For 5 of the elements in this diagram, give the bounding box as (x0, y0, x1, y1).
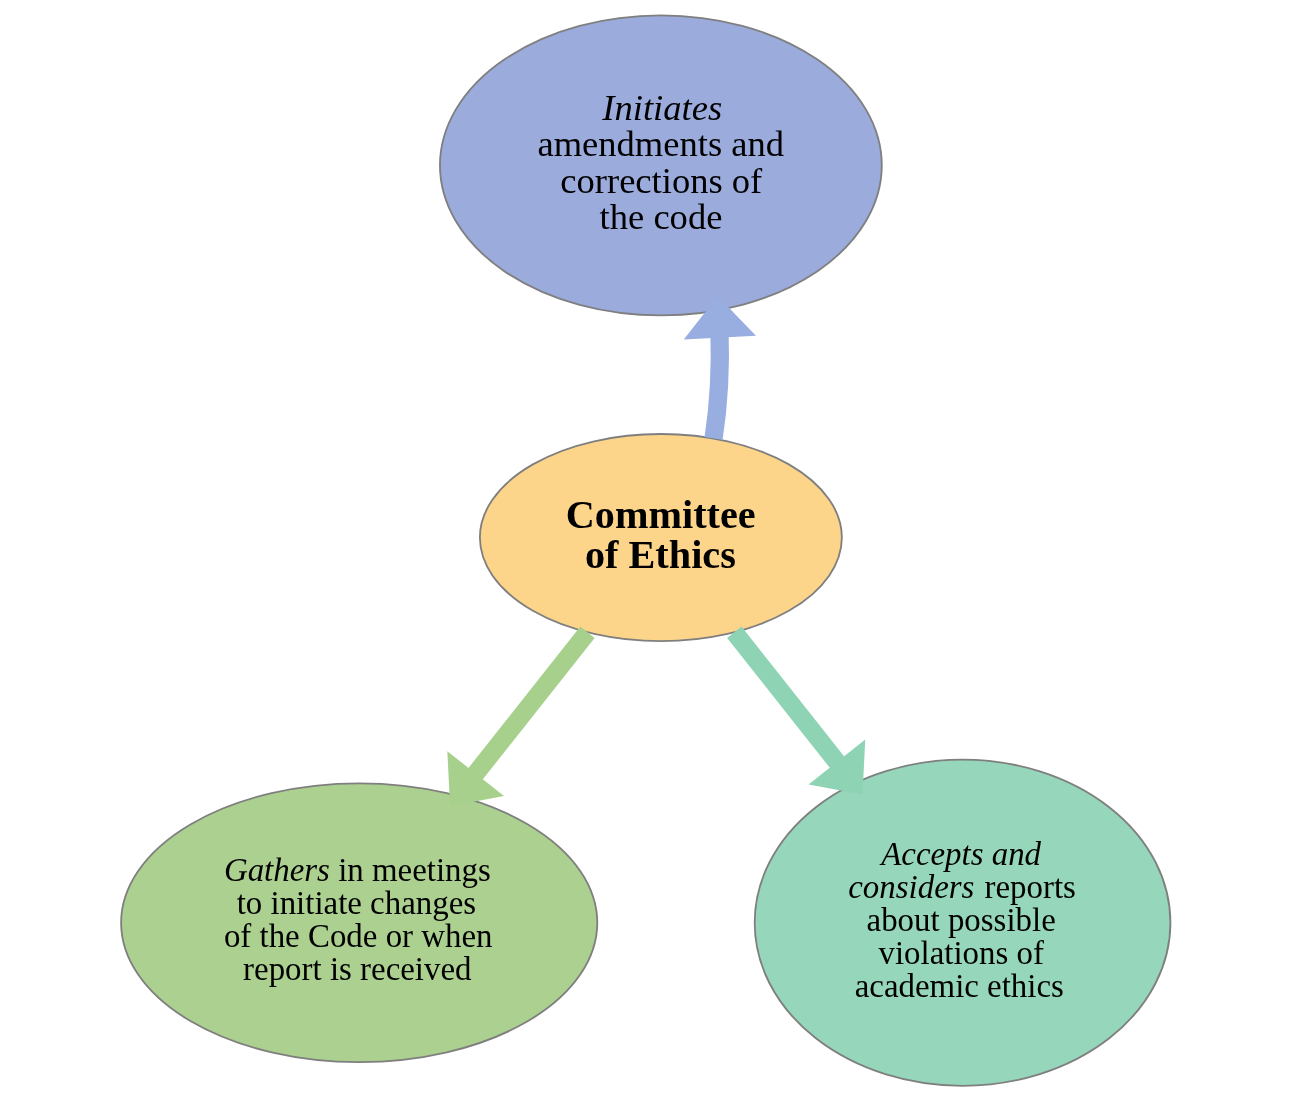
node-ellipse: Committee of Ethics (478, 433, 843, 643)
arrow (726, 626, 865, 795)
node-ellipse: Initiates amendments and corrections of the code (438, 14, 883, 317)
node-ellipse: Gathers in meetings to initiate changes of the Code or when report is received (119, 782, 598, 1064)
node-ellipse: Accepts and considers reports about possible violations of academic ethics (753, 758, 1171, 1087)
